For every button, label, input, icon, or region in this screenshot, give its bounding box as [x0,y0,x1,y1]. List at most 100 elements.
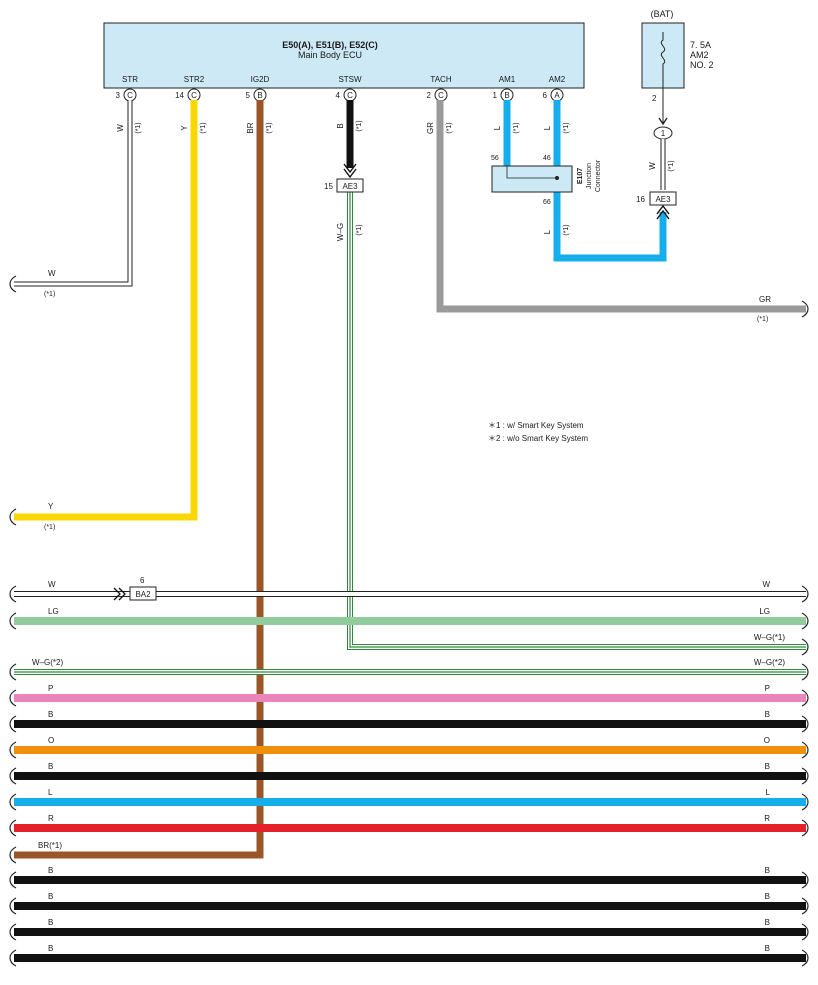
ig2d-wire-color: BR [246,122,255,133]
right-exit-gr-break-icon [801,300,809,318]
terminal-name: STR2 [184,75,205,84]
terminal-pin-number: 4 [336,91,341,100]
junction-pin-a: 56 [491,155,499,162]
fuse-arrow-icon [658,117,668,126]
junction-pin-b: 46 [543,155,551,162]
bus-label-right: B [765,866,770,875]
bus-break-left-icon [9,923,17,941]
str2-wire-note: (*1) [200,122,207,133]
left-exit-w: W [48,269,56,278]
am2-wire-note: (*1) [563,122,570,133]
legend-note-2: ＊2 : w/o Smart Key System [488,434,588,443]
ae3-right-label: AE3 [655,195,671,204]
bus-label-right: B [765,710,770,719]
tach-wire-color: GR [426,122,435,134]
bus-label-right: B [765,918,770,927]
bus-break-right-icon [801,612,809,630]
junction-pin-c: 66 [543,199,551,206]
bus-label-left: LG [48,607,59,616]
bus-label-right: LG [759,607,770,616]
stsw-arrow-icon [343,163,357,174]
terminal-pin-number: 2 [427,91,432,100]
bus-label-left: P [48,684,53,693]
str-wire-note: (*1) [135,122,142,133]
bus-label-right: W–G(*1) [754,633,785,642]
str-wire [14,100,133,287]
bus-break-left-icon [9,689,17,707]
fuse-wire-color: W [648,162,657,170]
terminal-connector: C [347,91,353,100]
terminal-pin-number: 3 [116,91,121,100]
bus-break-right-icon [801,897,809,915]
left-exit-br: BR(*1) [38,841,62,850]
ae3-right-box [649,191,677,206]
bus-break-right-icon [801,871,809,889]
bus-label-left: L [48,788,53,797]
bus-label-right: O [764,736,770,745]
terminal-pin-number: 5 [246,91,251,100]
stsw-low-wire-note: (*1) [356,224,363,235]
ecu-wires [14,100,806,859]
bus-break-right-icon [801,689,809,707]
terminal-connector: C [191,91,197,100]
junction-name1: Junction [586,163,593,189]
terminal-pin-number: 1 [493,91,498,100]
bus-label-left: B [48,944,53,953]
bus-break-left-icon [9,871,17,889]
str-wire-color: W [116,124,125,132]
junction-id: E107 [577,168,584,184]
j-out-wire-color: L [543,229,552,234]
fuse-rating: 7. 5A [690,40,711,50]
bus-break-left-icon [9,819,17,837]
bus-label-right: P [765,684,770,693]
legend-note-1: ＊1 : w/ Smart Key System [488,421,584,430]
left-exit-w-break-icon [9,275,17,293]
ig2d-wire [14,100,264,859]
j-out-wire-note: (*1) [563,224,570,235]
tach-wire-note: (*1) [446,122,453,133]
terminal-name: TACH [430,75,451,84]
ecu-box [103,22,585,89]
bus-break-left-icon [9,585,17,603]
junction-link [506,166,557,179]
terminal-connector: B [504,91,509,100]
bus-label-left: W–G(*2) [32,658,63,667]
terminal-name: STR [122,75,138,84]
fuse-number: NO. 2 [690,60,714,70]
bus-label-right: L [766,788,771,797]
legend: ＊1 : w/ Smart Key System ＊2 : w/o Smart … [488,421,588,443]
wire-labels: W (*1) Y (*1) BR (*1) B (*1) W–G (*1) GR… [116,120,675,241]
bus-label-right: W [762,580,770,589]
connector-ae3-left: AE3 15 [324,178,364,193]
ae3-right-pin: 16 [636,195,645,204]
terminal-pin-number: 6 [543,91,548,100]
bus-break-right-icon [801,715,809,733]
bus-break-right-icon [801,793,809,811]
terminal-connector: C [438,91,444,100]
left-exit-y-break-icon [9,508,17,526]
am2-wire-color: L [543,125,552,130]
fuse-symbol-icon [660,32,666,88]
left-exit-y: Y [48,502,54,511]
bus-break-right-icon [801,767,809,785]
fuse-pin: 2 [652,94,657,103]
ecu-title: E50(A), E51(B), E52(C) [282,40,378,50]
junction-connector: 56 46 66 E107 Junction Connector [491,155,602,206]
bus-label-right: B [765,892,770,901]
bus-label-right: W–G(*2) [754,658,785,667]
bus-label-left: W [48,580,56,589]
bus-label-left: B [48,710,53,719]
ig2d-wire-note: (*1) [266,122,273,133]
terminal-name: AM1 [499,75,516,84]
terminal-name: STSW [338,75,362,84]
bus-break-left-icon [9,949,17,967]
bus-label-right: R [764,814,770,823]
str2-wire-color: Y [180,125,189,131]
bus-label-left: O [48,736,54,745]
ba2-arrow2-icon [118,587,126,601]
bus-break-left-icon [9,767,17,785]
junction-dot [555,176,559,180]
fuse-wire-note: (*1) [668,160,675,171]
ba2-box [129,586,157,601]
